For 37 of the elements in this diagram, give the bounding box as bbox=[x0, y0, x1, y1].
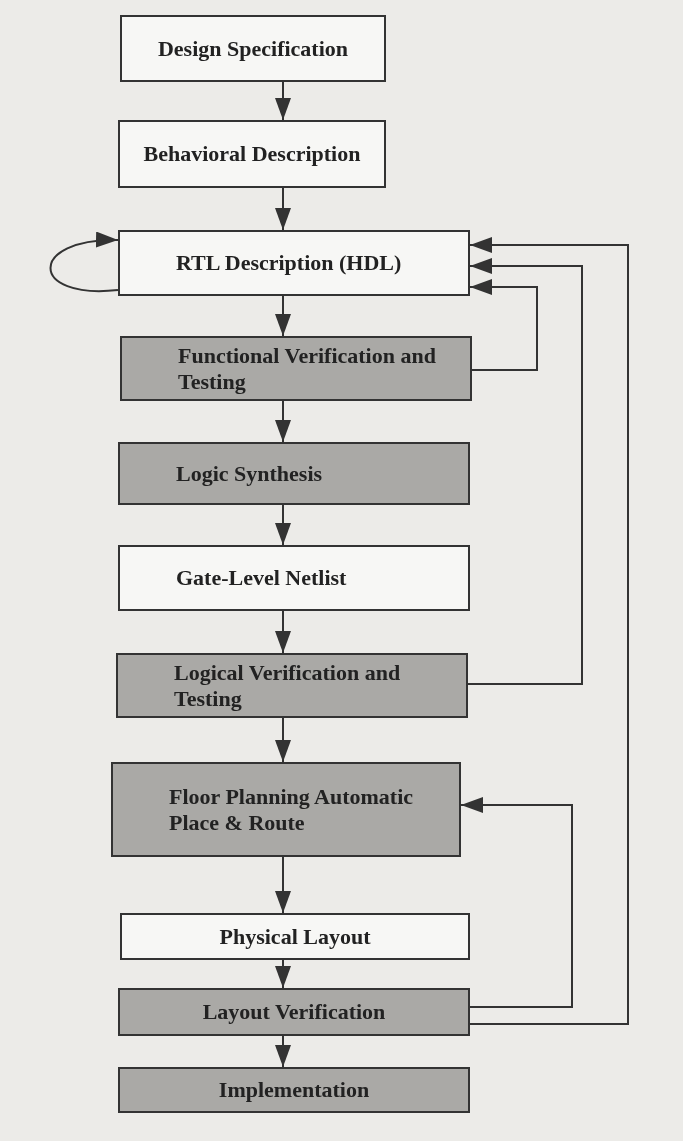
step-label: Floor Planning Automatic Place & Route bbox=[169, 783, 415, 836]
step-label: Logic Synthesis bbox=[176, 460, 323, 487]
arrow bbox=[275, 295, 291, 337]
arrow bbox=[275, 959, 291, 989]
step-label: Implementation bbox=[218, 1077, 370, 1103]
step-label: RTL Description (HDL) bbox=[176, 250, 402, 276]
arrow bbox=[275, 610, 291, 654]
arrow bbox=[275, 187, 291, 231]
process-box bbox=[116, 653, 468, 718]
process-box bbox=[118, 442, 470, 505]
arrow bbox=[275, 504, 291, 546]
arrow bbox=[275, 856, 291, 914]
step-label: Design Specification bbox=[157, 35, 349, 62]
process-box bbox=[118, 1067, 470, 1113]
step-label: Physical Layout bbox=[219, 923, 371, 950]
arrow bbox=[467, 258, 583, 685]
process-box bbox=[120, 336, 472, 401]
arrow bbox=[275, 81, 291, 121]
step-label: Functional Verification and Testing bbox=[178, 342, 437, 395]
process-box bbox=[118, 545, 470, 611]
process-box bbox=[118, 988, 470, 1036]
step-label: Layout Verification bbox=[202, 999, 386, 1025]
process-box bbox=[118, 230, 470, 296]
process-box bbox=[118, 120, 386, 188]
arrow bbox=[469, 279, 538, 371]
step-label: Gate-Level Netlist bbox=[176, 565, 347, 591]
step-label: Behavioral Description bbox=[143, 141, 361, 167]
arrow bbox=[275, 400, 291, 443]
arrow bbox=[460, 797, 573, 1008]
step-label: Logical Verification and Testing bbox=[174, 659, 402, 712]
process-box bbox=[120, 15, 386, 82]
arrow bbox=[469, 237, 629, 1025]
arrow bbox=[275, 717, 291, 763]
arrow bbox=[49, 232, 119, 293]
process-box bbox=[111, 762, 461, 857]
process-box bbox=[120, 913, 470, 960]
arrow bbox=[275, 1035, 291, 1068]
